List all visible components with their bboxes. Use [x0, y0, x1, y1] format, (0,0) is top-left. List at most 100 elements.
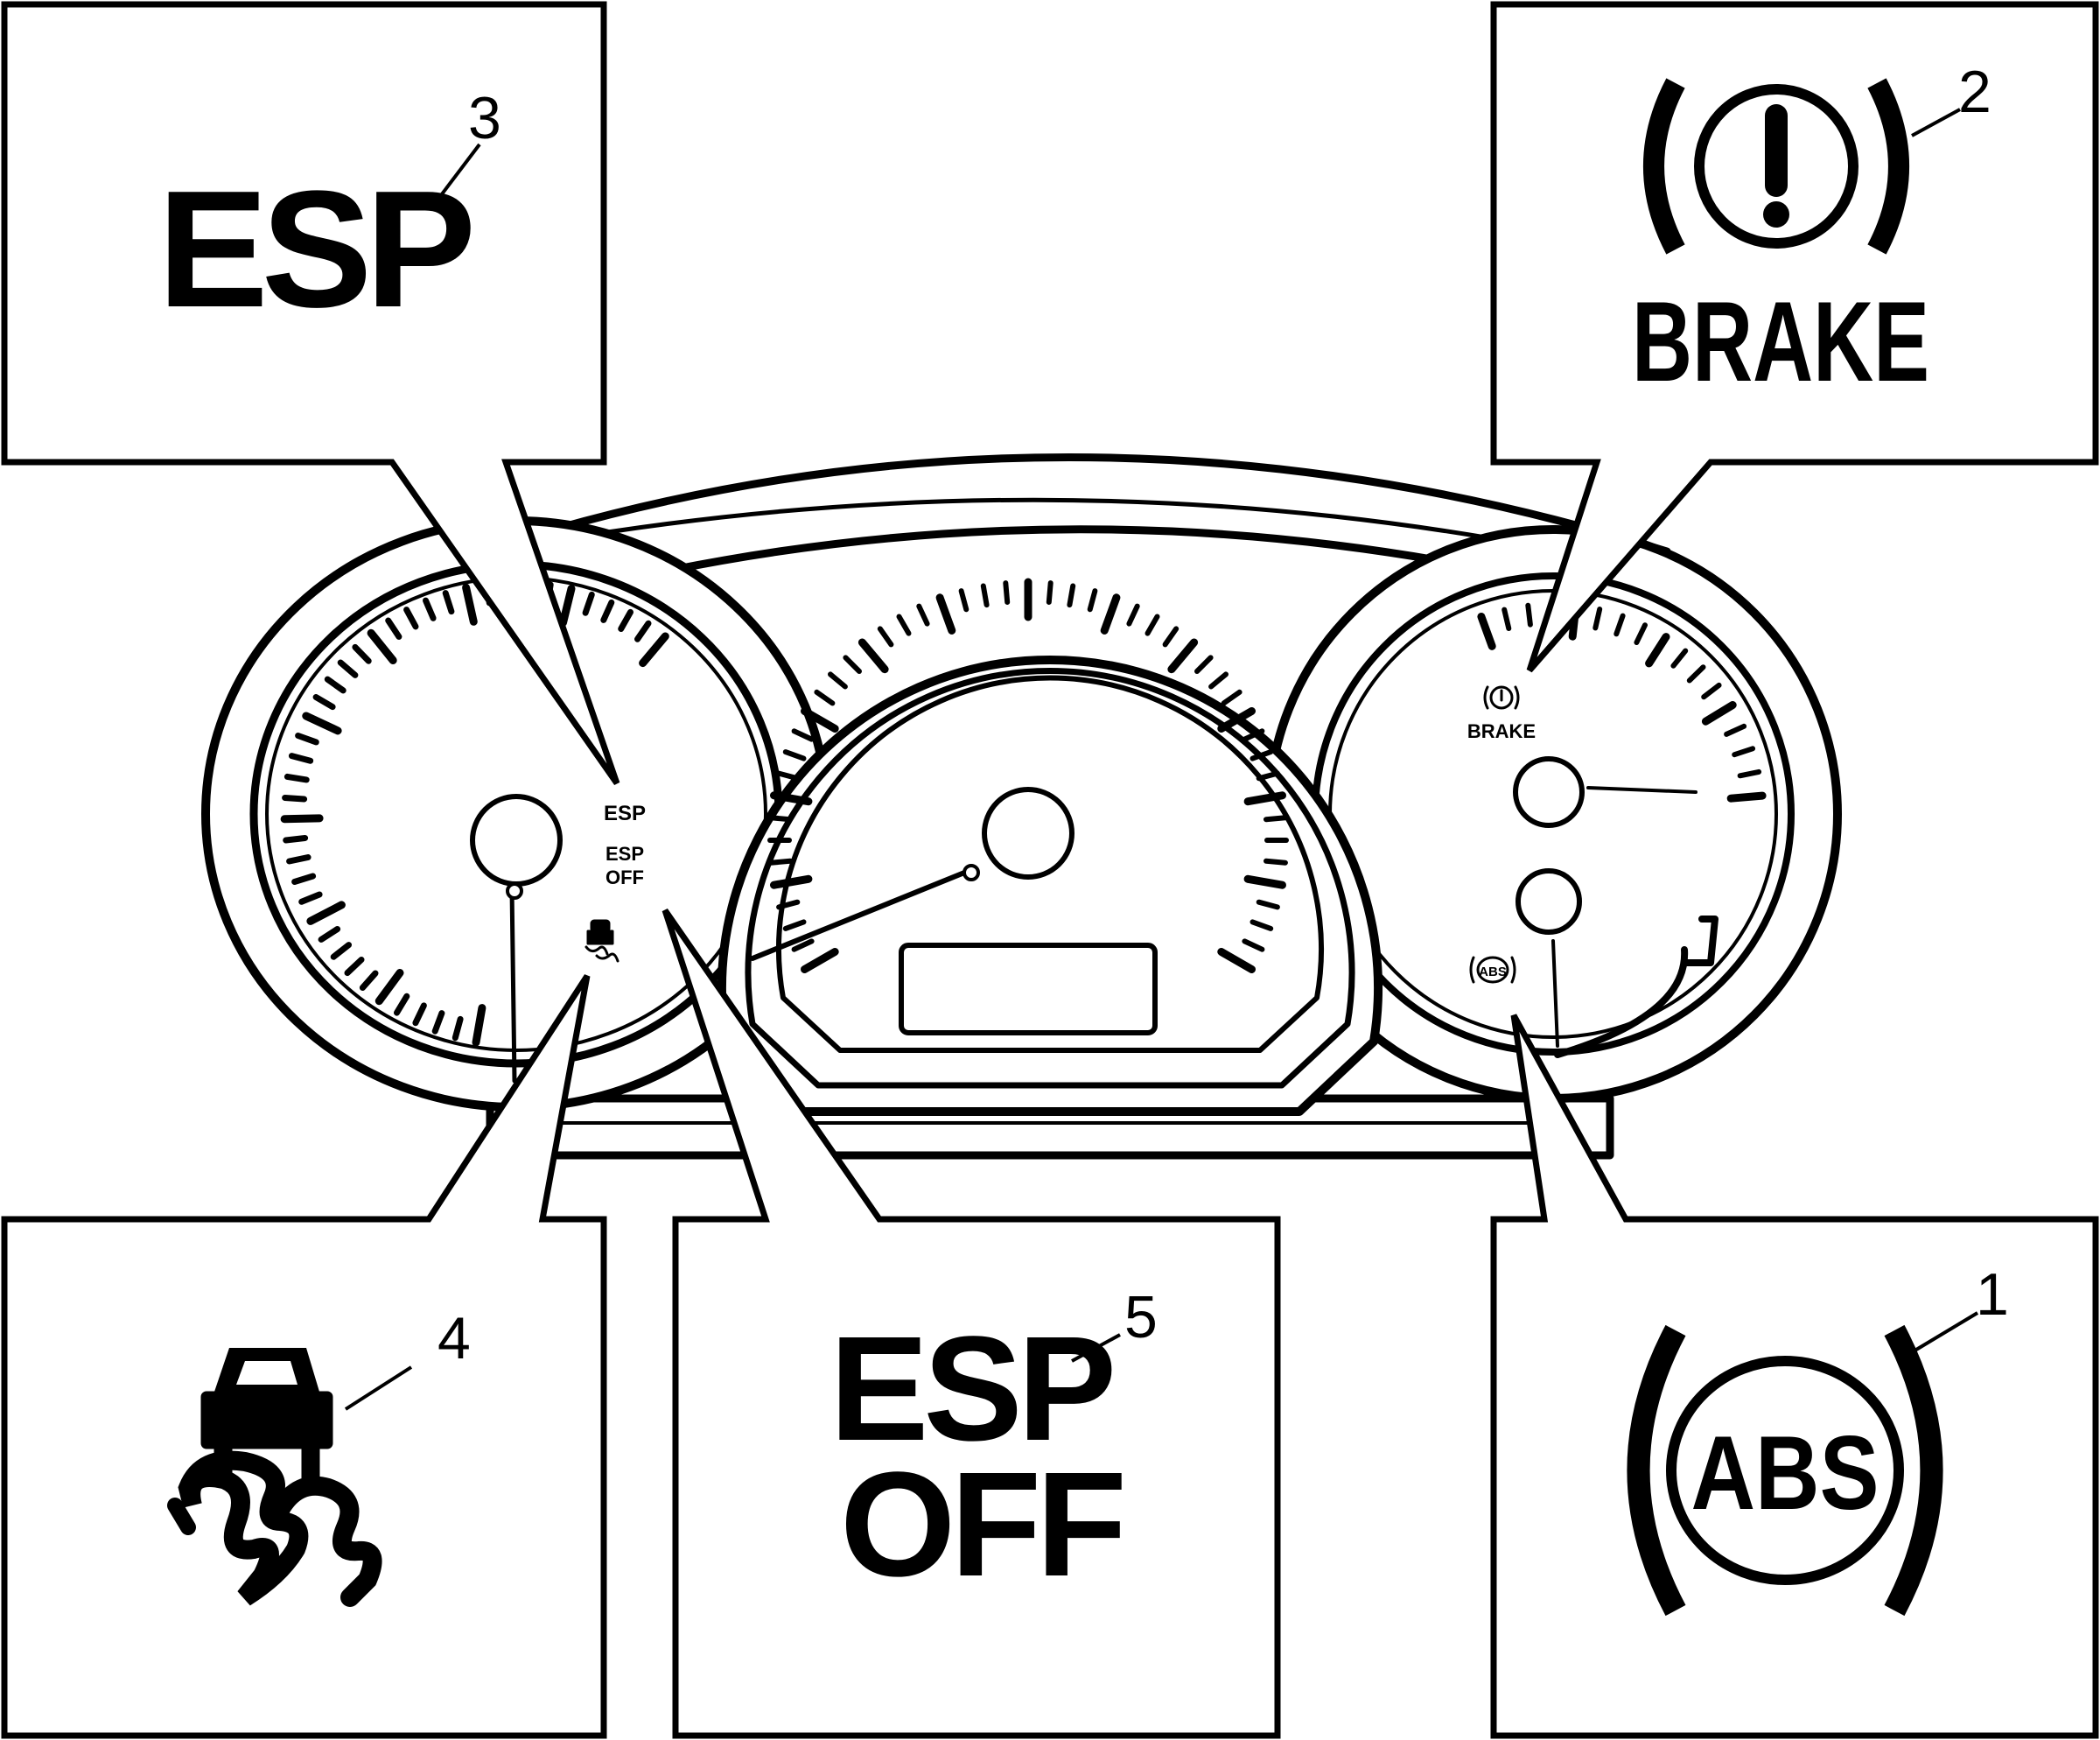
speedo-tick — [1242, 728, 1265, 742]
speedo-tick — [1144, 614, 1160, 636]
speedo-tick — [770, 791, 813, 806]
tach-tick — [318, 926, 341, 943]
tach-tick — [394, 993, 410, 1016]
fuel-hub — [1513, 756, 1585, 828]
right-gauge-tick — [1645, 633, 1670, 668]
fuel-needle — [1586, 786, 1698, 794]
tach-needle-base — [506, 882, 523, 900]
tach-tick — [344, 957, 365, 977]
speedo-tick — [935, 593, 956, 635]
tach-tick — [298, 891, 323, 905]
right-gauge-tick — [1670, 648, 1689, 669]
right-gauge-tick — [1525, 602, 1533, 628]
tach-tick — [283, 835, 309, 844]
speedo-hub — [982, 787, 1074, 880]
temp-hub — [1516, 868, 1582, 935]
speedo-tick — [1243, 791, 1286, 806]
callout-esp-leader — [431, 143, 481, 207]
speedo-tick — [1264, 858, 1288, 866]
right-abs-label: ABS — [1479, 965, 1507, 979]
tach-tick — [280, 814, 324, 824]
speedo-tick — [791, 728, 815, 742]
speedo-tick — [916, 603, 930, 627]
speedo-tick — [801, 948, 839, 973]
speedo-tick — [776, 770, 801, 782]
speedo-tick — [858, 638, 889, 674]
speedo-tick — [828, 671, 848, 690]
tach-tick — [559, 585, 576, 627]
speedo-tick — [1087, 588, 1098, 613]
tach-tick — [352, 643, 372, 664]
callout-brake-leader — [1911, 108, 1961, 137]
speedo-tick — [1126, 603, 1140, 627]
callout-esp-number: 3 — [468, 85, 501, 151]
tach-tick — [291, 873, 317, 885]
speedo-tick — [768, 815, 793, 823]
callout-esp-off-label-1: ESP — [830, 1306, 1112, 1472]
traction-control-icon — [167, 1348, 382, 1607]
right-gauge-tick — [1701, 701, 1737, 726]
speedo-tick — [776, 899, 801, 910]
speedo-tick — [782, 919, 807, 931]
speedo-tick — [782, 749, 807, 761]
tach-tick — [286, 854, 312, 865]
tach-tick — [472, 1004, 486, 1047]
tach-needle — [509, 886, 517, 1084]
right-gauge-tick — [1634, 622, 1648, 645]
speedo-tick — [1003, 580, 1011, 605]
right-gauge-tick — [1502, 607, 1512, 631]
speedo-tick — [958, 588, 970, 613]
tach-tick — [374, 969, 404, 1006]
right-gauge-tick — [1732, 746, 1756, 758]
tach-tick — [412, 1002, 427, 1027]
speedo-bezel-mid — [745, 667, 1355, 1089]
tach-tick — [634, 620, 652, 642]
tach-tick — [288, 753, 314, 764]
tach-tick — [295, 733, 319, 746]
tach-tick — [618, 608, 634, 632]
odometer-display — [899, 943, 1158, 1035]
callout-abs-leader — [1910, 1311, 1979, 1354]
speedo-tick — [1100, 593, 1121, 635]
tach-tick — [431, 1010, 445, 1035]
speedo-tick — [1250, 749, 1274, 761]
tach-tick — [462, 583, 478, 626]
tach-tick — [452, 1015, 464, 1042]
speedo-tick — [1250, 919, 1274, 931]
callout-traction-leader — [344, 1365, 413, 1411]
speedo-tick — [1243, 874, 1286, 889]
speedo-tick — [1217, 707, 1256, 733]
speedo-tick — [814, 689, 836, 706]
speedo-tick — [768, 858, 793, 866]
speedo-bezel-outer — [718, 656, 1382, 1116]
tach-esp-off-label-2: OFF — [606, 866, 644, 888]
speedo-tick — [1264, 815, 1288, 823]
temp-scale-mark — [1681, 916, 1718, 966]
speedo-tick — [770, 874, 813, 889]
cluster-hood-inner — [540, 497, 1543, 550]
right-gauge-tick — [1724, 723, 1747, 737]
tach-tick — [403, 607, 419, 630]
callout-esp-off-label-2: OFF — [840, 1442, 1122, 1608]
tach-ticks — [280, 579, 669, 1047]
speedo-needle-base — [962, 864, 980, 881]
callout-brake-label: BRAKE — [1632, 277, 1929, 405]
callout-abs-label: ABS — [1691, 1414, 1880, 1532]
temp-needle — [1551, 939, 1559, 1048]
tach-tick — [600, 599, 615, 623]
speedo-tick — [843, 655, 862, 674]
tach-tick — [306, 901, 346, 925]
callout-brake-number: 2 — [1958, 59, 1992, 125]
tach-tick — [282, 795, 308, 803]
right-gauge-tick — [1477, 613, 1496, 650]
tach-tick — [312, 694, 336, 711]
callout-abs-box — [1490, 1014, 2099, 1739]
tach-tick — [330, 942, 352, 960]
speedo-tick — [1242, 938, 1265, 952]
right-brake-icon — [1483, 685, 1520, 710]
tach-tick — [324, 676, 346, 694]
right-abs-icon — [1469, 956, 1516, 984]
right-gauge-tick — [1592, 607, 1603, 631]
callout-esp-off-number: 5 — [1124, 1284, 1158, 1351]
speedo-face — [776, 675, 1324, 1053]
